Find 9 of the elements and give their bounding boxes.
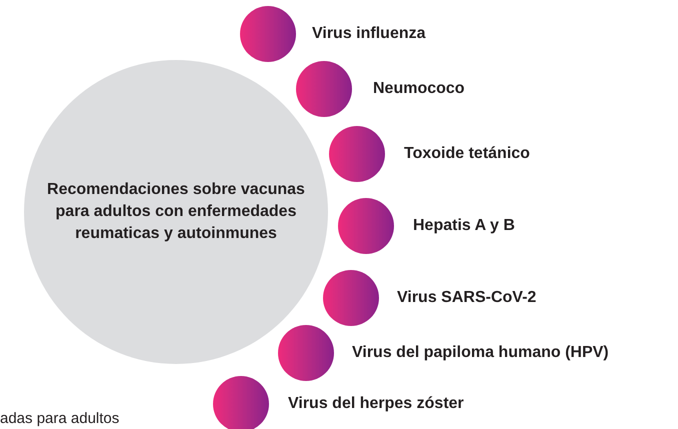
footer-text: adas para adultos xyxy=(0,410,120,428)
vaccine-label: Virus influenza xyxy=(312,25,426,43)
vaccine-label: Virus del papiloma humano (HPV) xyxy=(352,344,609,362)
vaccine-label: Neumococo xyxy=(373,80,465,98)
topic-text: Recomendaciones sobre vacunas para adultos con enfermedades reumaticas y autoinmunes xyxy=(46,180,306,244)
vaccine-label: Toxoide tetánico xyxy=(404,145,530,163)
vaccine-label: Hepatis A y B xyxy=(413,217,515,235)
vaccine-label: Virus del herpes zóster xyxy=(288,395,464,413)
vaccine-label: Virus SARS-CoV-2 xyxy=(397,289,536,307)
